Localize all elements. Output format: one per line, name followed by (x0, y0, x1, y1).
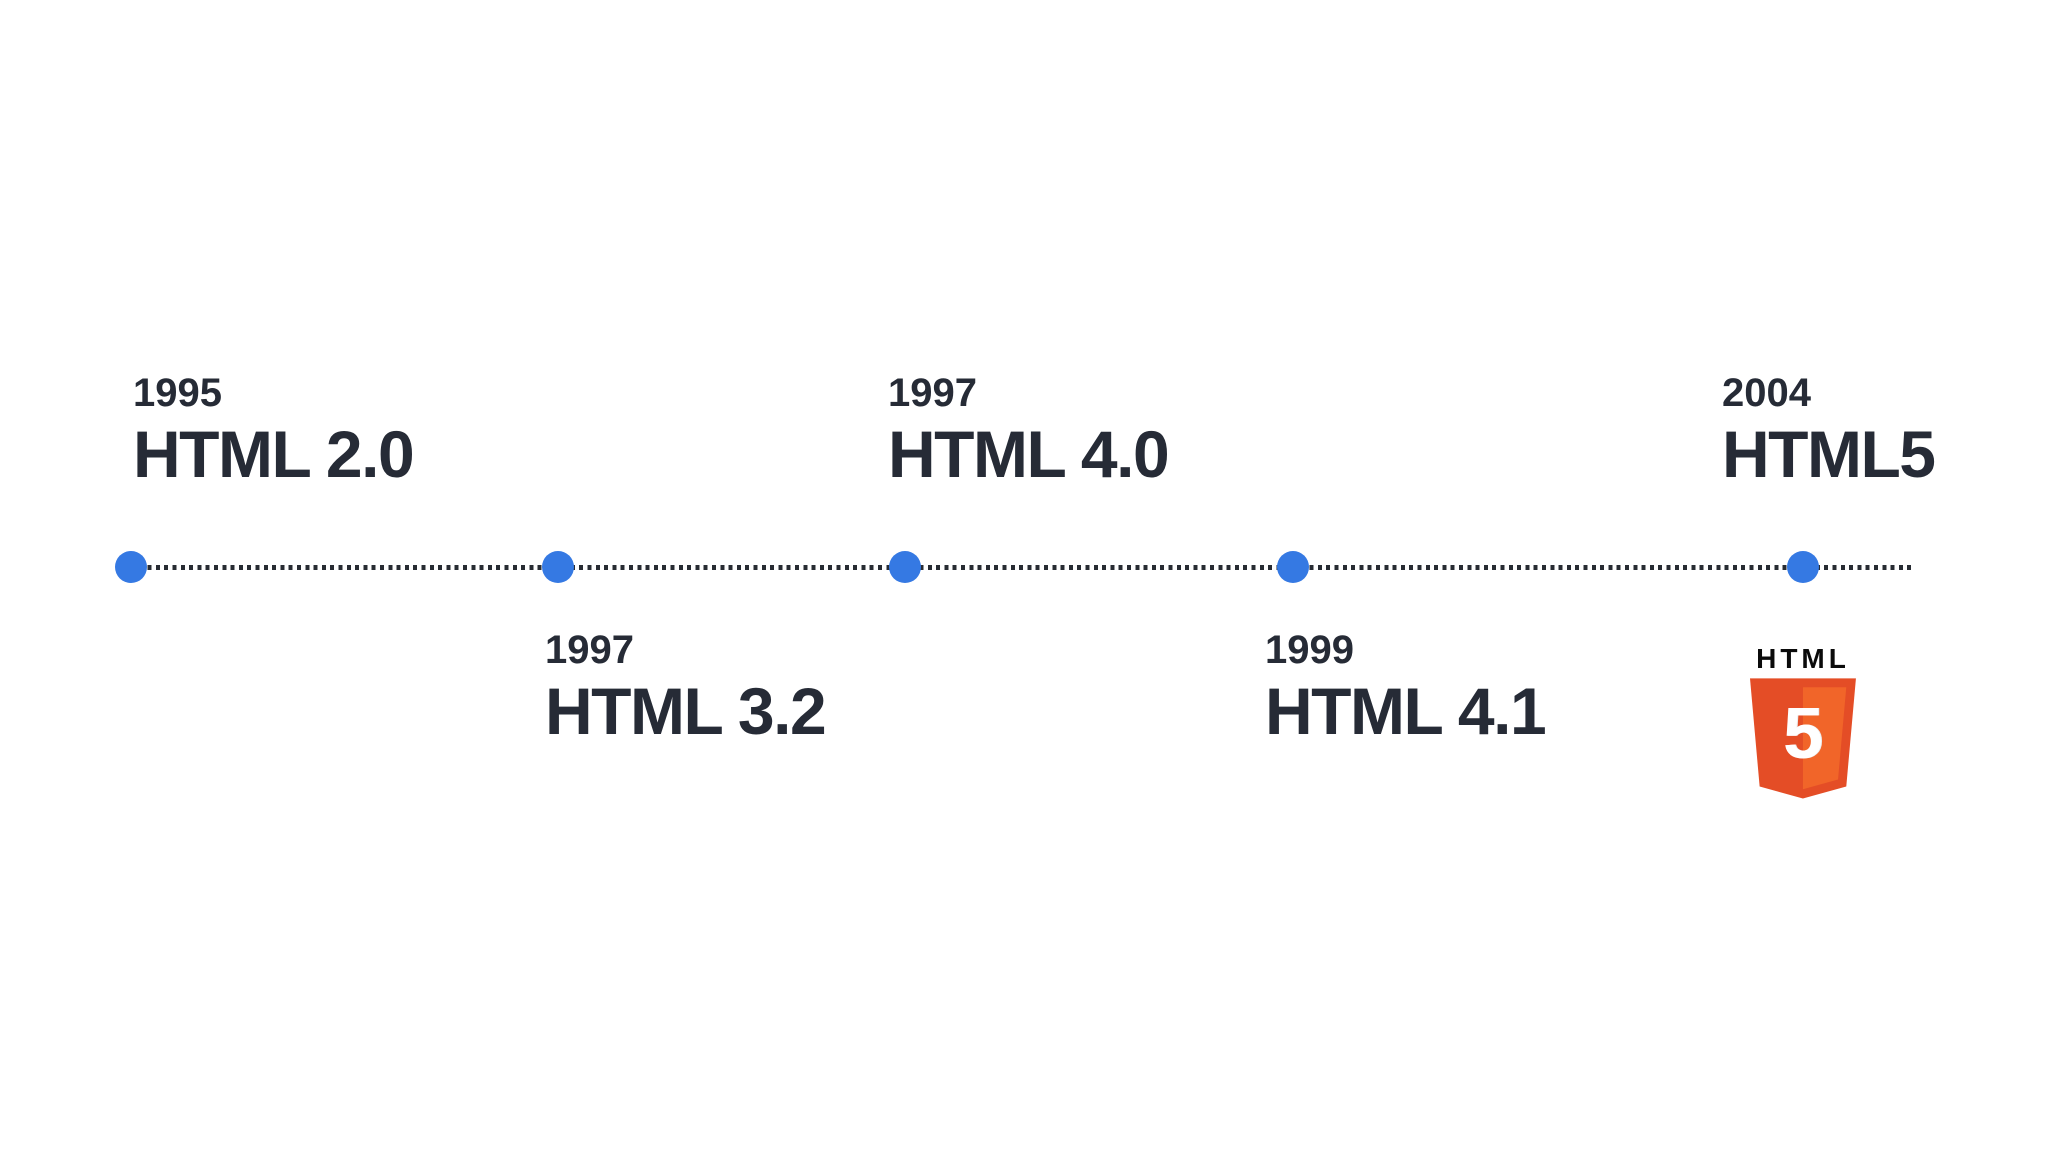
html5-logo-wordmark: HTML (1756, 643, 1850, 674)
milestone-version: HTML 4.1 (1265, 674, 1547, 748)
milestone-year: 1995 (133, 371, 222, 415)
milestone-html5: 2004 HTML5 (1722, 371, 1936, 491)
timeline-track (131, 565, 1912, 570)
html5-shield-icon: 5 (1750, 678, 1856, 799)
html5-logo-icon: HTML 5 (1750, 645, 1856, 799)
timeline-dot-1997-html32 (542, 551, 574, 583)
timeline-dot-1995 (115, 551, 147, 583)
milestone-version: HTML5 (1722, 417, 1936, 491)
milestone-html-4-0: 1997 HTML 4.0 (888, 371, 1170, 491)
timeline-dot-1997-html40 (889, 551, 921, 583)
milestone-year: 1997 (545, 628, 634, 672)
milestone-year: 1997 (888, 371, 977, 415)
milestone-html-2-0: 1995 HTML 2.0 (133, 371, 415, 491)
html5-logo-numeral: 5 (1782, 693, 1824, 774)
timeline-dot-1999 (1277, 551, 1309, 583)
html5-shield-svg (1750, 678, 1856, 799)
milestone-html-3-2: 1997 HTML 3.2 (545, 628, 827, 748)
timeline-dot-2004 (1787, 551, 1819, 583)
milestone-year: 2004 (1722, 371, 1811, 415)
milestone-version: HTML 4.0 (888, 417, 1170, 491)
milestone-html-4-1: 1999 HTML 4.1 (1265, 628, 1547, 748)
milestone-version: HTML 3.2 (545, 674, 827, 748)
milestone-year: 1999 (1265, 628, 1354, 672)
milestone-version: HTML 2.0 (133, 417, 415, 491)
